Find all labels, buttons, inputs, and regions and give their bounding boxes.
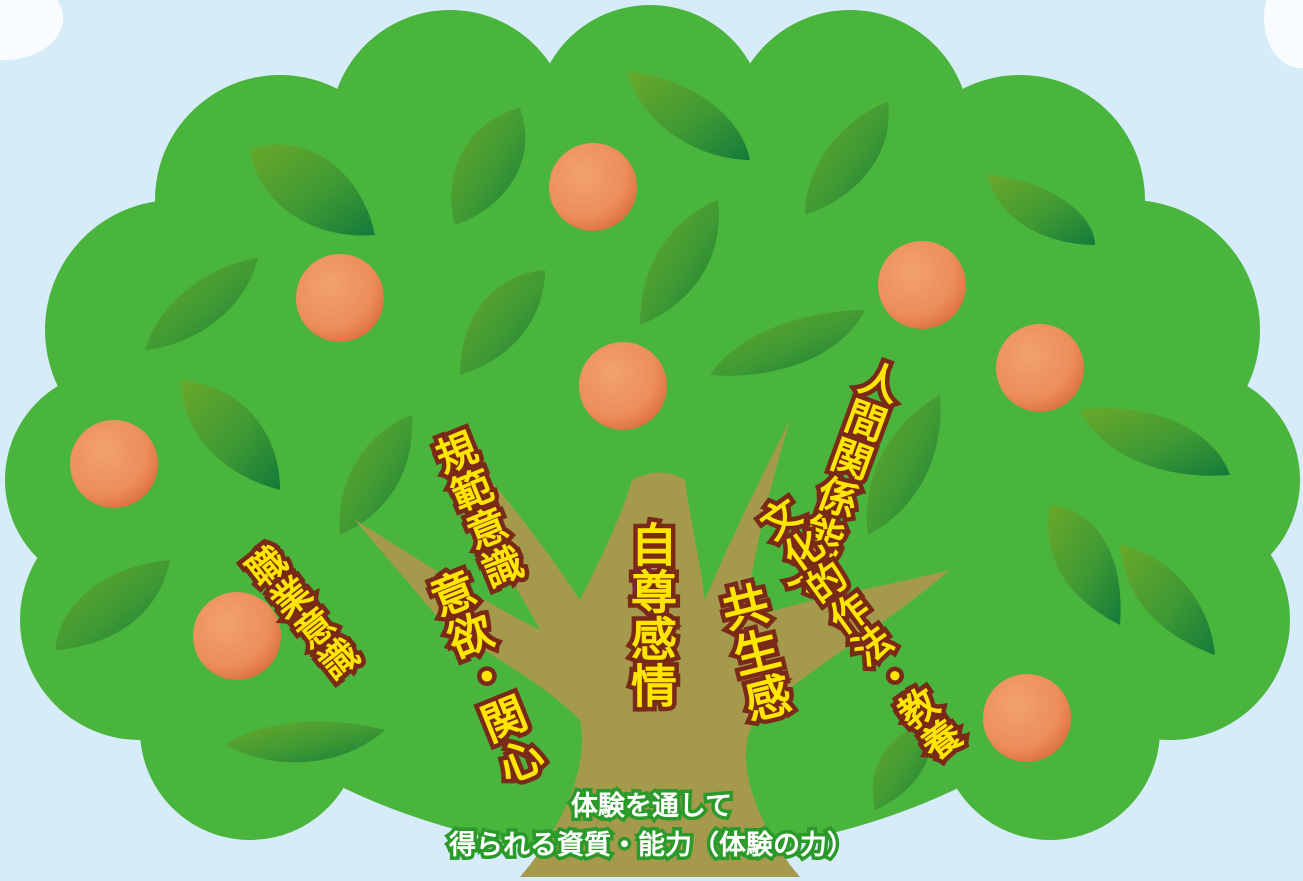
fruits	[70, 143, 1084, 762]
fruit	[70, 420, 158, 508]
fruit	[878, 241, 966, 329]
clouds	[0, 0, 1303, 68]
fruit	[983, 674, 1071, 762]
branch-label-jison: 自尊感情	[620, 517, 683, 714]
fruit	[193, 592, 281, 680]
fruit	[549, 143, 637, 231]
caption-line-1: 体験を通して	[567, 790, 735, 824]
fruit	[296, 254, 384, 342]
fruit	[579, 342, 667, 430]
trunk	[355, 420, 950, 877]
fruit	[996, 324, 1084, 412]
leaves	[55, 72, 1230, 810]
caption-line-2: 得られる資質・能力（体験の力）	[446, 829, 858, 863]
